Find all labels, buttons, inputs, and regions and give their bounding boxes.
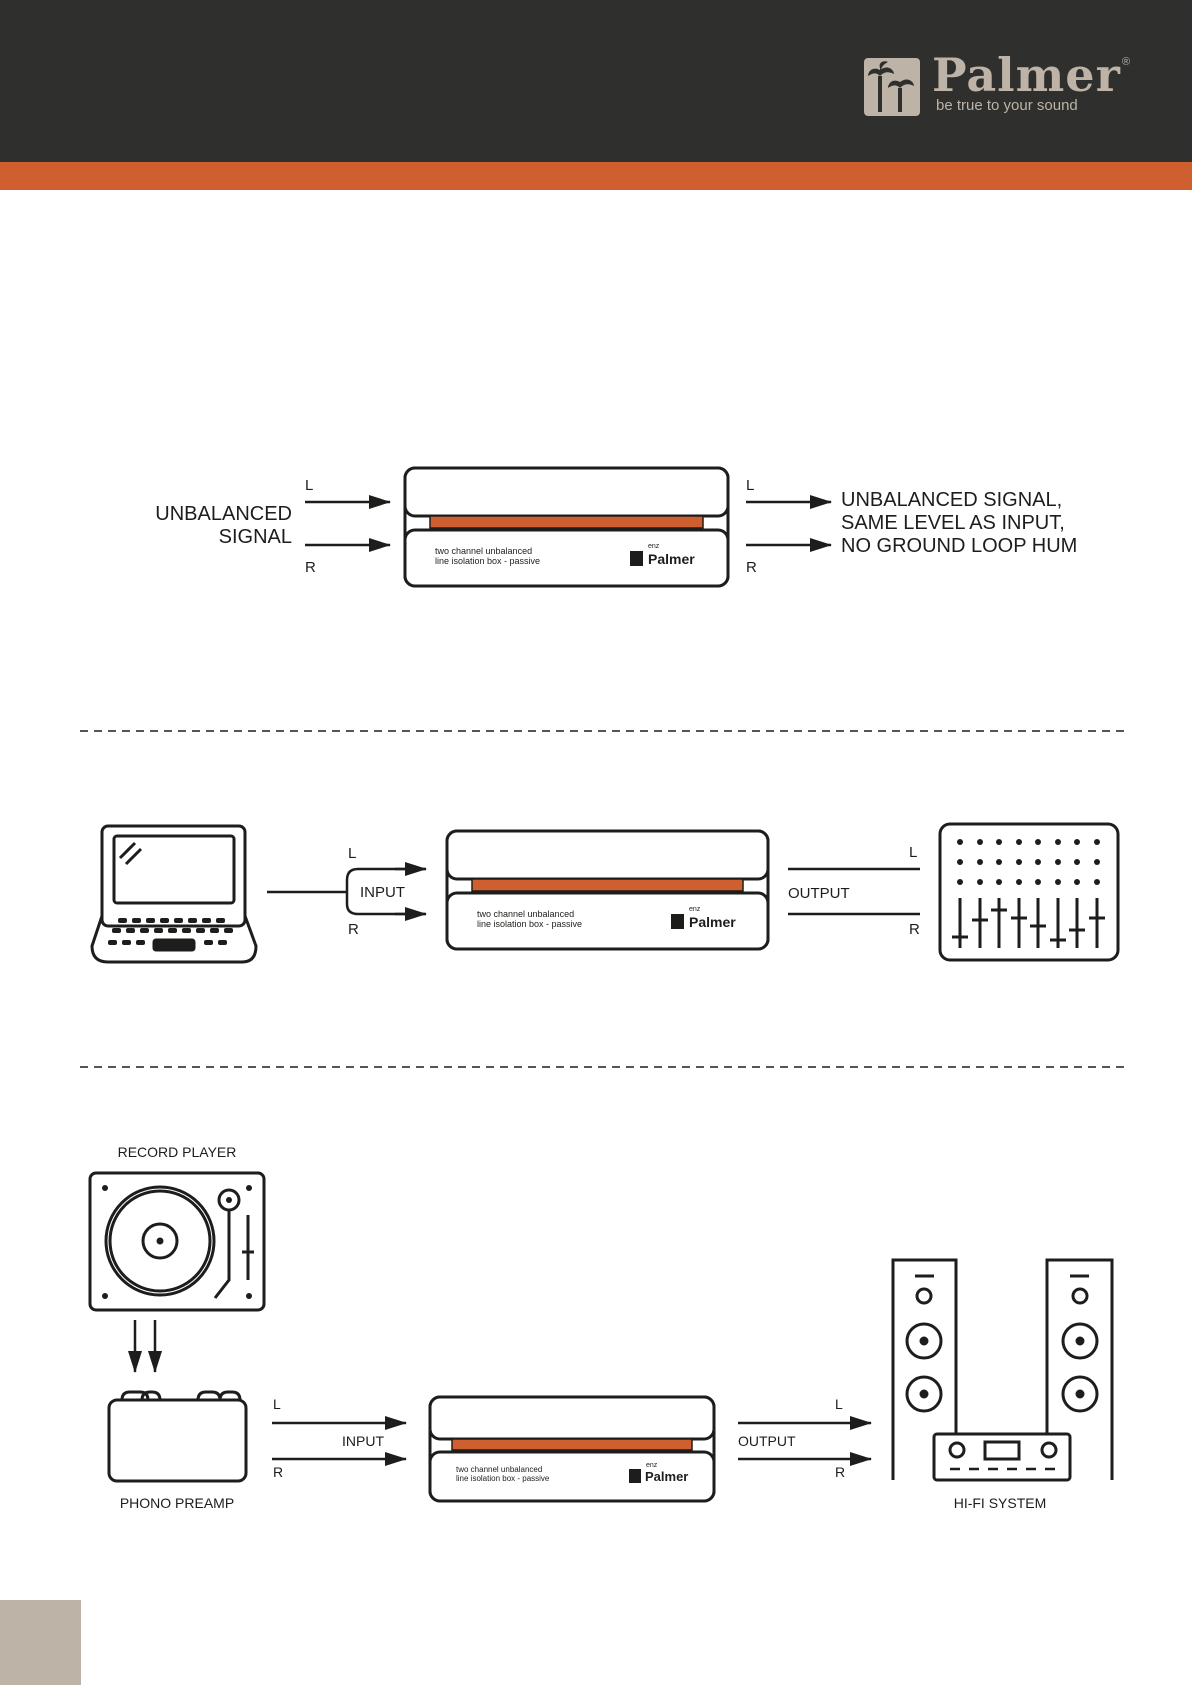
device-text-line2: line isolation box - passive [435, 556, 540, 566]
right-channel-label: R [273, 1464, 283, 1480]
laptop-icon [90, 824, 258, 964]
mixer-knob [1016, 839, 1022, 845]
mixer-knob [996, 859, 1002, 865]
device-text-line1: two channel unbalanced [477, 909, 574, 919]
brand-name: Palmer [932, 48, 1121, 102]
mixer-knob [1016, 859, 1022, 865]
output-label: OUTPUT [738, 1433, 796, 1449]
output-label-line3: NO GROUND LOOP HUM [841, 535, 1077, 557]
mixer-knob [1074, 839, 1080, 845]
input-label-line2: SIGNAL [219, 526, 292, 548]
left-channel-label: L [273, 1396, 281, 1412]
output-label-line1: UNBALANCED SIGNAL, [841, 489, 1062, 511]
page-corner-tab [0, 1600, 81, 1685]
right-channel-label-out: R [909, 921, 920, 938]
hifi-system [891, 1258, 1114, 1482]
mixer-knob [1094, 839, 1100, 845]
mixer-knob [977, 879, 983, 885]
palm-tree-icon [671, 914, 684, 929]
diagram-1: UNBALANCED SIGNAL L R two channel unbala… [155, 466, 1077, 588]
isolation-box: two channel unbalanced line isolation bo… [428, 1395, 716, 1503]
mixer-knob [1055, 859, 1061, 865]
right-channel-label-out: R [835, 1464, 845, 1480]
hifi-system-label: HI-FI SYSTEM [954, 1495, 1047, 1511]
device-text-line2: line isolation box - passive [456, 1474, 550, 1483]
diagram-3: RECORD PLAYER PHONO PREAMP L [88, 1144, 1114, 1511]
speaker-icon [891, 1258, 958, 1480]
input-label: INPUT [342, 1433, 384, 1449]
speaker-icon [1045, 1258, 1114, 1480]
amplifier-icon [932, 1432, 1072, 1482]
device-text-line1: two channel unbalanced [435, 546, 532, 556]
brand-tagline: be true to your sound [936, 97, 1078, 114]
preamp-icon [107, 1390, 248, 1483]
device-text-line1: two channel unbalanced [456, 1465, 542, 1474]
device-text-line2: line isolation box - passive [477, 919, 582, 929]
registered-mark: ® [1122, 56, 1131, 68]
mixer-knob [1074, 859, 1080, 865]
input-label-line1: UNBALANCED [155, 503, 292, 525]
mixer-knob [957, 859, 963, 865]
left-channel-label-out: L [909, 844, 917, 861]
mixer-knob [996, 879, 1002, 885]
palm-tree-icon [630, 551, 643, 566]
mixer-knob [977, 859, 983, 865]
output-label-line2: SAME LEVEL AS INPUT, [841, 512, 1065, 534]
left-channel-label-out: L [746, 477, 754, 494]
mixer-knob [1016, 879, 1022, 885]
isolation-box: two channel unbalanced line isolation bo… [403, 466, 730, 588]
record-player-label: RECORD PLAYER [118, 1144, 237, 1160]
diagram-2: L R INPUT two channel unbalanced line is… [90, 822, 1120, 964]
accent-stripe [0, 162, 1192, 190]
output-label: OUTPUT [788, 885, 850, 902]
left-channel-label: L [305, 477, 313, 494]
mixer-knob [977, 839, 983, 845]
input-bracket [345, 867, 425, 916]
mixer-knob [957, 839, 963, 845]
turntable-icon [88, 1171, 266, 1312]
mixer-knob [1094, 879, 1100, 885]
phono-preamp-label: PHONO PREAMP [120, 1495, 234, 1511]
mixer-knob [1094, 859, 1100, 865]
palm-tree-icon [864, 58, 920, 116]
left-channel-label-out: L [835, 1396, 843, 1412]
isolation-box: two channel unbalanced line isolation bo… [445, 829, 770, 951]
mixer-icon [938, 822, 1120, 962]
header-bar [0, 0, 1192, 162]
device-badge-small: enz [648, 543, 660, 550]
mixer-knob [1074, 879, 1080, 885]
mixer-knob [996, 839, 1002, 845]
device-badge-brand: Palmer [648, 551, 695, 567]
mixer-knob [1055, 839, 1061, 845]
mixer-knob [1035, 879, 1041, 885]
right-channel-label: R [305, 559, 316, 576]
input-label: INPUT [360, 884, 405, 901]
device-badge-small: enz [689, 906, 701, 913]
right-channel-label: R [348, 921, 359, 938]
device-badge-small: enz [646, 1462, 658, 1469]
device-badge-brand: Palmer [645, 1469, 688, 1484]
mixer-knob [1035, 859, 1041, 865]
right-channel-label-out: R [746, 559, 757, 576]
mixer-knob [1035, 839, 1041, 845]
mixer-knob [1055, 879, 1061, 885]
left-channel-label: L [348, 845, 356, 862]
mixer-knob [957, 879, 963, 885]
palmer-logo: Palmer ® be true to your sound [864, 48, 1134, 124]
palm-tree-icon [629, 1469, 641, 1483]
device-badge-brand: Palmer [689, 914, 736, 930]
